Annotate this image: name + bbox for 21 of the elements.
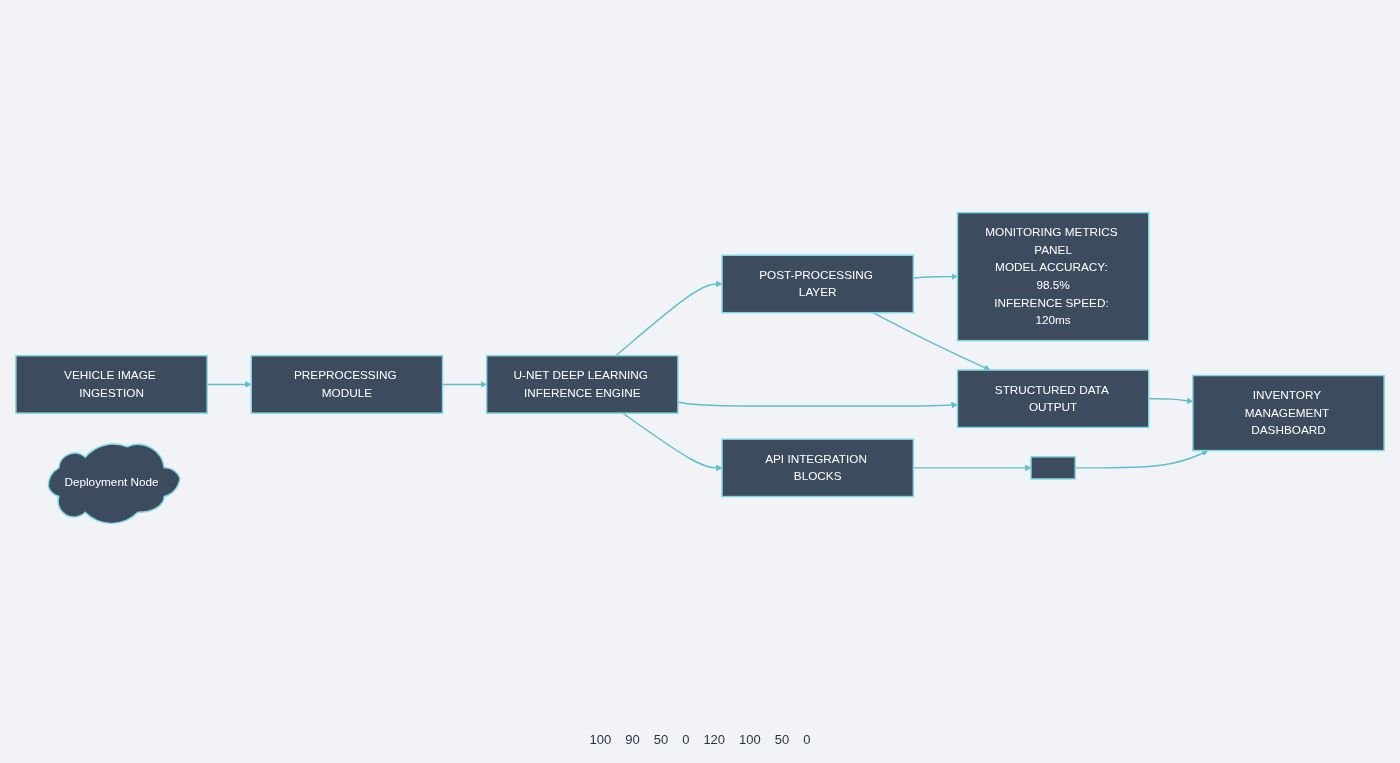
arrow bbox=[872, 311, 991, 371]
node-box: STRUCTURED DATA OUTPUT bbox=[956, 369, 1150, 429]
node-box: VEHICLE IMAGE INGESTION bbox=[15, 355, 208, 414]
node-box: INVENTORY MANAGEMENT DASHBOARD bbox=[1192, 374, 1385, 452]
node-box bbox=[1030, 456, 1076, 480]
arrow bbox=[615, 280, 723, 357]
axis-tick-label: 50 bbox=[653, 732, 669, 747]
axis-tick-label: 50 bbox=[774, 732, 790, 747]
node-box: PREPROCESSING MODULE bbox=[250, 355, 444, 414]
axis-tick-label: 100 bbox=[739, 732, 761, 747]
axis-tick-label: 100 bbox=[589, 732, 612, 747]
arrow bbox=[622, 412, 723, 472]
axis-tick-label: 0 bbox=[682, 732, 690, 747]
axis-tick-label: 90 bbox=[625, 732, 640, 747]
node-box: POST-PROCESSING LAYER bbox=[721, 254, 915, 314]
arrow bbox=[677, 401, 958, 409]
node-box: U-NET DEEP LEARNING INFERENCE ENGINE bbox=[485, 355, 679, 414]
node-box: MONITORING METRICS PANEL MODEL ACCURACY: 98.5% INFERENCE SPEED: 120ms bbox=[956, 211, 1150, 342]
node-box: API INTEGRATION BLOCKS bbox=[721, 438, 915, 498]
axis-tick-label: 120 bbox=[703, 732, 726, 747]
axis-tick-label: 0 bbox=[803, 732, 811, 747]
